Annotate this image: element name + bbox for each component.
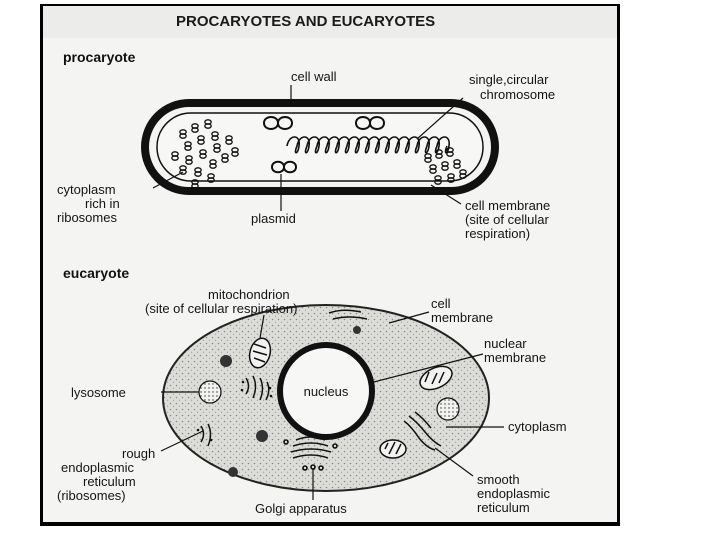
leader-rough-er: [160, 430, 204, 452]
plasmid-top-left: [262, 116, 294, 130]
ribosome: [209, 163, 217, 169]
ribosome: [441, 165, 449, 171]
label-plasmid: plasmid: [251, 211, 296, 226]
label-nuclear-membrane-line2: membrane: [484, 350, 546, 365]
eucaryote-heading: eucaryote: [63, 265, 129, 281]
rough-endoplasmic-reticulum: [196, 375, 273, 447]
leader-cell-membrane-euk: [388, 311, 430, 324]
label-chromosome-line1: single,circular: [469, 72, 549, 87]
leader-nuclear-membrane: [369, 353, 484, 384]
ribosome: [446, 151, 454, 157]
label-rough-er-line4: (ribosomes): [57, 488, 126, 503]
mitochondria: [248, 337, 453, 459]
label-mitochondrion-line1: mitochondrion: [208, 287, 290, 302]
ribosome: [447, 177, 455, 183]
ribosome: [435, 153, 443, 159]
label-cell-wall: cell wall: [291, 69, 337, 84]
ribosome: [185, 159, 193, 165]
ribosome: [459, 173, 467, 179]
procaryote-cell-wall: [141, 99, 499, 195]
label-cytoplasm-line2: rich in: [85, 196, 120, 211]
label-smooth-er-line2: endoplasmic: [477, 486, 550, 501]
procaryote-chromosome: [286, 136, 450, 154]
leader-mitochondrion: [259, 314, 265, 339]
lysosome-left: [198, 380, 222, 404]
ribosome: [171, 155, 179, 161]
label-rough-er-line1: rough: [122, 446, 155, 461]
label-chromosome-line2: chromosome: [480, 87, 555, 102]
eucaryote-cell: [162, 304, 490, 492]
label-euk-cell-membrane-line2: membrane: [431, 310, 493, 325]
lysosomes: [198, 380, 460, 421]
nucleus: [277, 342, 375, 440]
ribosome: [434, 179, 442, 185]
procaryote-ribosomes-left: [171, 119, 239, 189]
ribosome: [225, 139, 233, 145]
ribosome: [424, 157, 432, 163]
label-nucleus: nucleus: [304, 384, 349, 399]
ribosome: [221, 157, 229, 163]
leader-smooth-er: [434, 447, 474, 477]
page-frame: PROCARYOTES AND EUCARYOTES procaryote: [40, 4, 620, 526]
leader-chromosome: [416, 97, 464, 140]
diagram-sheet: PROCARYOTES AND EUCARYOTES procaryote: [43, 6, 617, 522]
label-smooth-er-line3: reticulum: [477, 500, 530, 515]
ribosome: [213, 147, 221, 153]
mitochondrion-right: [419, 365, 453, 391]
label-cytoplasm-line3: ribosomes: [57, 210, 117, 225]
ribosome: [179, 169, 187, 175]
label-cell-membrane-line3: respiration): [465, 226, 530, 241]
ribosome: [429, 168, 437, 174]
plasmid-shapes: [262, 116, 386, 174]
ribosome: [231, 151, 239, 157]
label-rough-er-line3: reticulum: [83, 474, 136, 489]
lysosome-right: [436, 397, 460, 421]
leader-cytoplasm: [152, 171, 184, 189]
golgi-apparatus: [283, 436, 338, 471]
label-mitochondrion-line2: (site of cellular respiration): [145, 301, 297, 316]
label-golgi: Golgi apparatus: [255, 501, 347, 516]
label-cell-membrane-line1: cell membrane: [465, 198, 550, 213]
ribosome: [199, 153, 207, 159]
ribosome: [191, 183, 199, 189]
eucaryote-leader-lines: [160, 311, 504, 500]
procaryote-leader-lines: [152, 85, 464, 211]
label-euk-cell-membrane-line1: cell: [431, 296, 451, 311]
label-cytoplasm-line1: cytoplasm: [57, 182, 116, 197]
ribosome: [211, 135, 219, 141]
label-lysosome: lysosome: [71, 385, 126, 400]
leader-cell-membrane: [430, 184, 462, 205]
ribosome: [179, 133, 187, 139]
cell-diagram: PROCARYOTES AND EUCARYOTES procaryote: [57, 13, 567, 516]
mitochondrion-lower: [379, 439, 407, 459]
ribosome: [194, 171, 202, 177]
label-nuclear-membrane-line1: nuclear: [484, 336, 527, 351]
plasmid-top-right: [354, 116, 386, 130]
title-band: [43, 6, 617, 38]
ribosome: [184, 145, 192, 151]
procaryote-heading: procaryote: [63, 49, 136, 65]
ribosome: [207, 177, 215, 183]
mitochondrion-upper: [248, 337, 272, 369]
procaryote-cell-membrane: [156, 112, 484, 182]
vesicles: [220, 326, 361, 477]
label-rough-er-line2: endoplasmic: [61, 460, 134, 475]
label-smooth-er-line1: smooth: [477, 472, 520, 487]
diagram-title: PROCARYOTES AND EUCARYOTES: [176, 13, 435, 30]
plasmid-bottom: [270, 160, 298, 174]
procaryote-cell: [141, 99, 499, 195]
smooth-endoplasmic-reticulum: [328, 309, 442, 451]
ribosome: [197, 139, 205, 145]
label-euk-cytoplasm: cytoplasm: [508, 419, 567, 434]
procaryote-ribosomes-right: [424, 147, 467, 185]
label-cell-membrane-line2: (site of cellular: [465, 212, 549, 227]
ribosome: [453, 163, 461, 169]
ribosome: [204, 123, 212, 129]
ribosome: [191, 127, 199, 133]
